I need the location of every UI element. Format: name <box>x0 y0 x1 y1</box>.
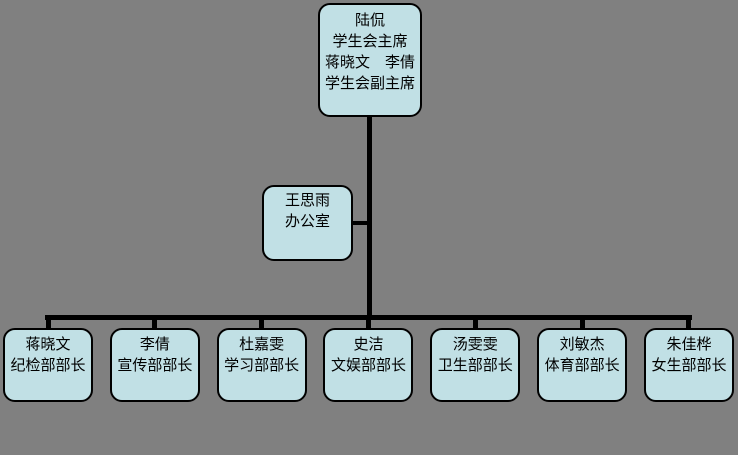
org-box-member[interactable]: 朱佳桦 女生部部长 <box>643 328 734 402</box>
assistant-name: 王思雨 <box>284 191 330 209</box>
member-name: 史洁 <box>353 335 384 353</box>
root-title: 学生会主席 <box>332 32 408 50</box>
connector-stub <box>152 315 158 328</box>
org-box-root[interactable]: 陆侃 学生会主席 蒋晓文 李倩 学生会副主席 <box>318 3 422 117</box>
org-unit: 史洁 文娱部部长 <box>323 315 414 402</box>
member-name: 杜嘉雯 <box>239 335 285 353</box>
member-title: 卫生部部长 <box>437 356 513 374</box>
member-title: 女生部部长 <box>651 356 727 374</box>
org-unit: 朱佳桦 女生部部长 <box>643 315 734 402</box>
org-box-assistant[interactable]: 王思雨 办公室 <box>262 185 353 261</box>
connector-stub <box>45 315 51 328</box>
org-box-member[interactable]: 杜嘉雯 学习部部长 <box>216 328 307 402</box>
member-title: 文娱部部长 <box>330 356 406 374</box>
connector-stub <box>579 315 585 328</box>
member-title: 学习部部长 <box>224 356 300 374</box>
org-box-member[interactable]: 蒋晓文 纪检部部长 <box>3 328 93 402</box>
root-vice-names: 蒋晓文 李倩 <box>324 53 415 71</box>
connector-assistant-line <box>351 221 369 225</box>
org-box-member[interactable]: 汤雯雯 卫生部部长 <box>430 328 521 402</box>
org-box-member[interactable]: 刘敏杰 体育部部长 <box>537 328 628 402</box>
connector-stub <box>365 315 371 328</box>
connector-trunk-line <box>367 117 372 320</box>
member-title: 纪检部部长 <box>10 356 86 374</box>
org-unit: 李倩 宣传部部长 <box>109 315 200 402</box>
bottom-row: 蒋晓文 纪检部部长 李倩 宣传部部长 杜嘉雯 学习部部长 史洁 文娱部部长 汤雯… <box>3 315 734 402</box>
root-vice-title: 学生会副主席 <box>324 74 415 92</box>
org-unit: 汤雯雯 卫生部部长 <box>430 315 521 402</box>
member-name: 刘敏杰 <box>559 335 605 353</box>
root-name: 陆侃 <box>354 11 385 29</box>
org-unit: 蒋晓文 纪检部部长 <box>3 315 93 402</box>
member-title: 体育部部长 <box>544 356 620 374</box>
member-title: 宣传部部长 <box>117 356 193 374</box>
org-box-member[interactable]: 史洁 文娱部部长 <box>323 328 414 402</box>
org-unit: 刘敏杰 体育部部长 <box>537 315 628 402</box>
org-box-member[interactable]: 李倩 宣传部部长 <box>109 328 200 402</box>
connector-stub <box>472 315 478 328</box>
member-name: 蒋晓文 <box>25 335 71 353</box>
connector-stub <box>259 315 265 328</box>
member-name: 汤雯雯 <box>452 335 498 353</box>
assistant-title: 办公室 <box>284 212 330 230</box>
org-unit: 杜嘉雯 学习部部长 <box>216 315 307 402</box>
member-name: 朱佳桦 <box>666 335 712 353</box>
connector-stub <box>686 315 692 328</box>
member-name: 李倩 <box>139 335 170 353</box>
